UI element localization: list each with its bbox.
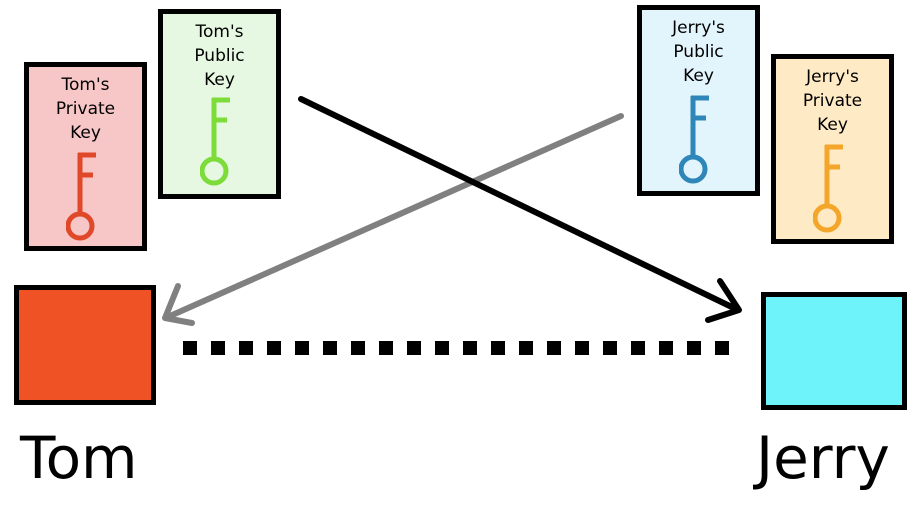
- card-label-line: Jerry's: [806, 67, 859, 87]
- jerry-public-key-card: Jerry's Public Key: [637, 5, 760, 196]
- tom-label: Tom: [20, 424, 138, 492]
- gray-arrow-line: [167, 113, 624, 319]
- card-label-line: Key: [817, 115, 848, 135]
- jerry-private-key-card: Jerry's Private Key: [771, 54, 894, 244]
- card-label-line: Public: [673, 42, 724, 62]
- card-label-line: Tom's: [61, 75, 110, 95]
- card-label-line: Tom's: [195, 22, 244, 42]
- gray-arrowhead: [162, 283, 195, 326]
- key-icon: [678, 95, 709, 184]
- jerry-label: Jerry: [756, 424, 890, 492]
- key-icon: [65, 152, 96, 241]
- jerry-box: [761, 292, 907, 410]
- card-label-line: Jerry's: [672, 18, 725, 38]
- key-icon: [199, 97, 230, 186]
- card-label-line: Key: [70, 123, 101, 143]
- tom-private-key-card: Tom's Private Key: [24, 62, 147, 251]
- key-icon: [812, 144, 843, 233]
- card-label-line: Key: [683, 66, 714, 86]
- black-arrow-line: [298, 96, 741, 313]
- card-label-line: Public: [194, 46, 245, 66]
- tom-box: [14, 285, 156, 405]
- card-label-line: Key: [204, 70, 235, 90]
- card-label-line: Private: [55, 99, 116, 119]
- black-arrowhead: [705, 278, 742, 323]
- tom-public-key-card: Tom's Public Key: [158, 9, 281, 199]
- card-label-line: Private: [802, 91, 863, 111]
